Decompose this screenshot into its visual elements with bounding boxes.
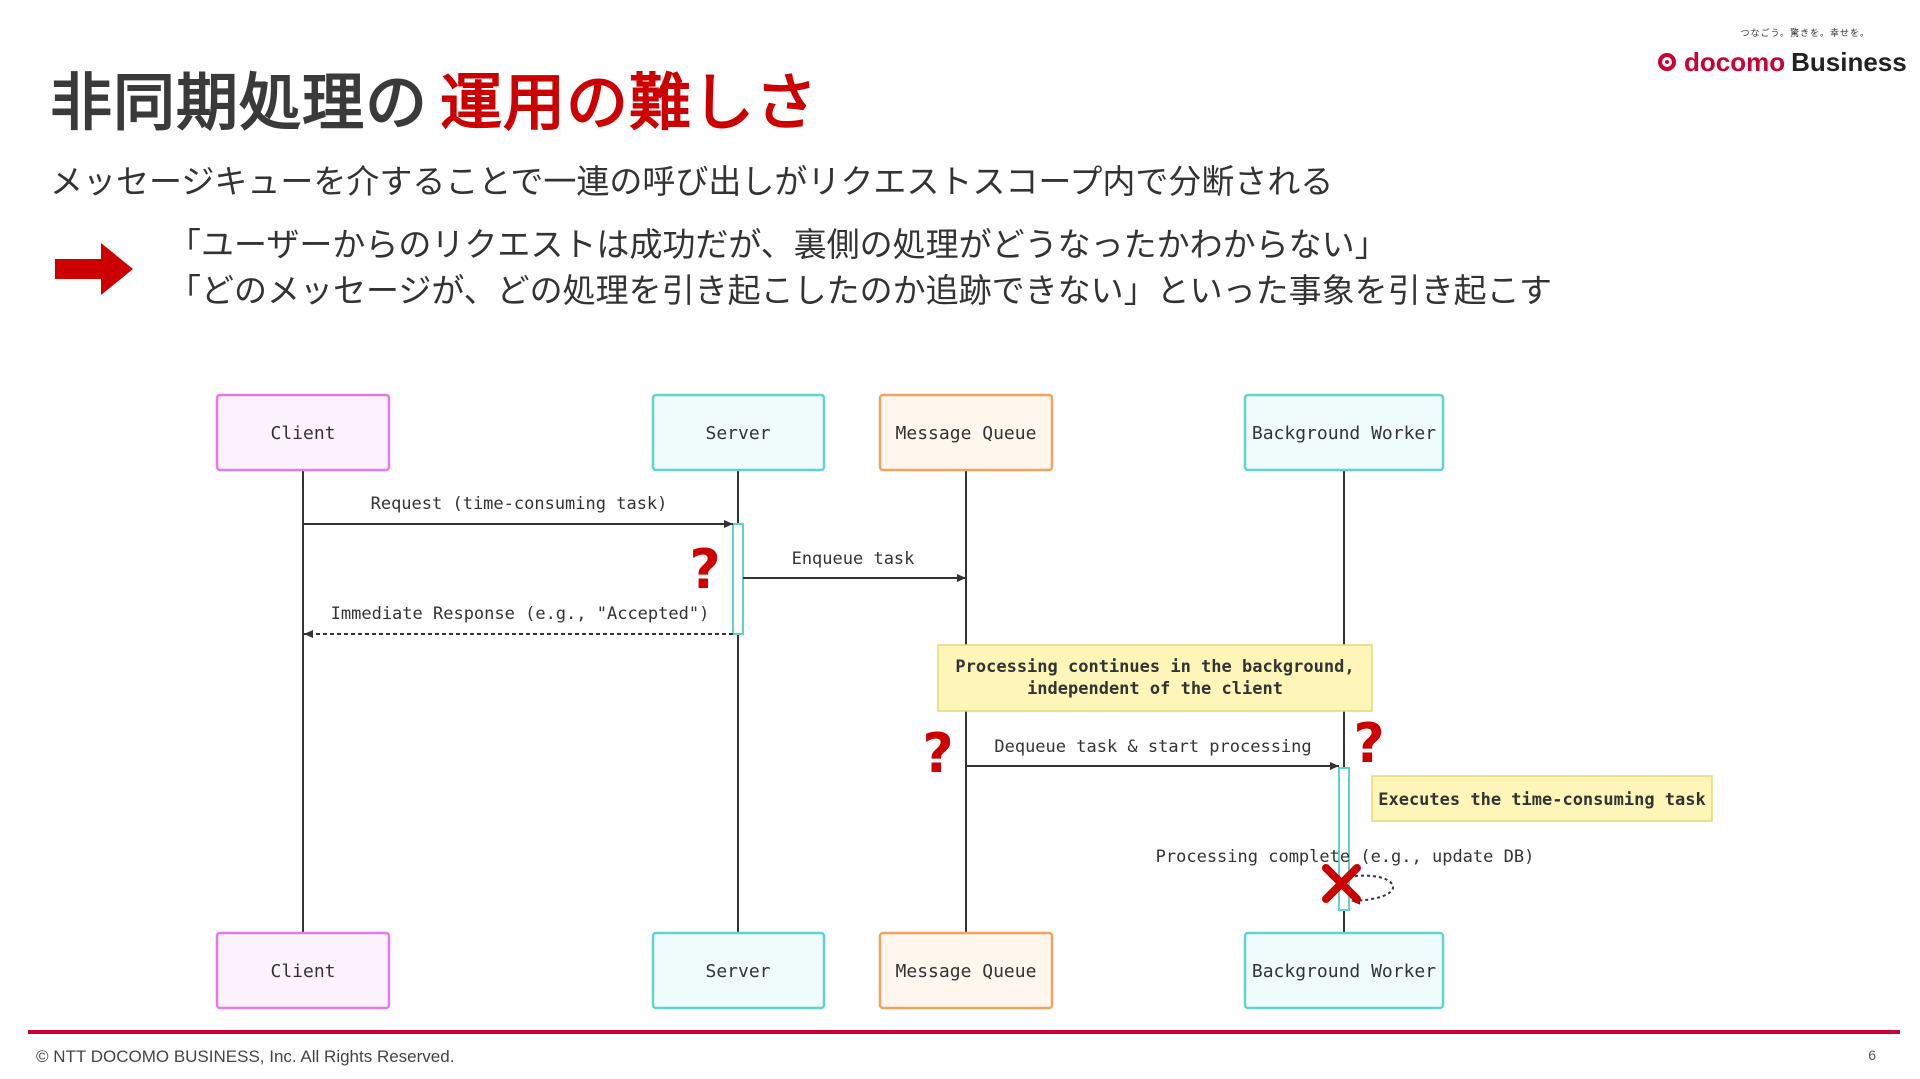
question-mark-queue-icon: ?: [922, 722, 953, 785]
page-number: 6: [1868, 1047, 1876, 1063]
docomo-mark-icon: [1658, 53, 1676, 71]
queue-label-bottom: Message Queue: [896, 961, 1037, 982]
server-activation: [732, 523, 744, 635]
executes-note-text: Executes the time-consuming task: [1378, 790, 1706, 810]
question-mark-server-icon: ?: [689, 538, 720, 601]
title-main: 非同期処理の: [50, 66, 429, 139]
worker-box-top: Background Worker: [1243, 393, 1445, 472]
result-text: 「ユーザーからのリクエストは成功だが、裏側の処理がどうなったかわからない」 「ど…: [168, 222, 1552, 314]
queue-label-top: Message Queue: [896, 423, 1037, 444]
subtitle: メッセージキューを介することで一連の呼び出しがリクエストスコープ内で分断される: [50, 162, 1334, 201]
background-note: Processing continues in the background, …: [937, 644, 1373, 712]
client-label-bottom: Client: [270, 961, 335, 982]
failure-x-icon: [1322, 864, 1361, 903]
logo-docomo-text: docomo: [1684, 46, 1786, 77]
queue-box-bottom: Message Queue: [878, 931, 1054, 1010]
server-label-bottom: Server: [705, 961, 770, 982]
docomo-business-logo: つなごう。驚きを。幸せを。 docomo Business: [1650, 26, 1907, 116]
queue-box-top: Message Queue: [878, 393, 1054, 472]
result-line-1: 「ユーザーからのリクエストは成功だが、裏側の処理がどうなったかわからない」: [168, 225, 1388, 264]
logo-business-text: Business: [1791, 46, 1907, 77]
sequence-diagram: Client Server Message Queue Background W…: [215, 393, 1713, 1010]
worker-label-bottom: Background Worker: [1252, 961, 1436, 982]
server-box-top: Server: [651, 393, 826, 472]
dequeue-label: Dequeue task & start processing: [994, 737, 1311, 757]
copyright: © NTT DOCOMO BUSINESS, Inc. All Rights R…: [36, 1047, 455, 1066]
footer-divider: [28, 1030, 1900, 1034]
client-box-bottom: Client: [215, 931, 391, 1010]
background-note-line-1: Processing continues in the background,: [955, 657, 1354, 677]
worker-box-bottom: Background Worker: [1243, 931, 1445, 1010]
title-accent: 運用の難しさ: [440, 66, 819, 139]
enqueue-label: Enqueue task: [792, 549, 915, 569]
executes-note: Executes the time-consuming task: [1371, 775, 1713, 822]
background-note-line-2: independent of the client: [1027, 679, 1283, 699]
request-label: Request (time-consuming task): [371, 494, 668, 514]
processing-complete-label: Processing complete (e.g., update DB): [1156, 847, 1535, 867]
client-label-top: Client: [270, 423, 335, 444]
page-title: 非同期処理の運用の難しさ: [50, 52, 818, 142]
worker-activation: [1338, 767, 1350, 911]
worker-label-top: Background Worker: [1252, 423, 1436, 444]
logo-brand: docomo Business: [1658, 42, 1907, 82]
right-arrow-icon: [55, 243, 133, 295]
logo-tagline: つなごう。驚きを。幸せを。: [1740, 29, 1870, 39]
immediate-response-label: Immediate Response (e.g., "Accepted"): [331, 604, 710, 624]
server-box-bottom: Server: [651, 931, 826, 1010]
server-label-top: Server: [705, 423, 770, 444]
client-box-top: Client: [215, 393, 391, 472]
question-mark-worker-icon: ?: [1353, 712, 1384, 775]
result-line-2: 「どのメッセージが、どの処理を引き起こしたのか追跡できない」といった事象を引き起…: [168, 271, 1553, 310]
